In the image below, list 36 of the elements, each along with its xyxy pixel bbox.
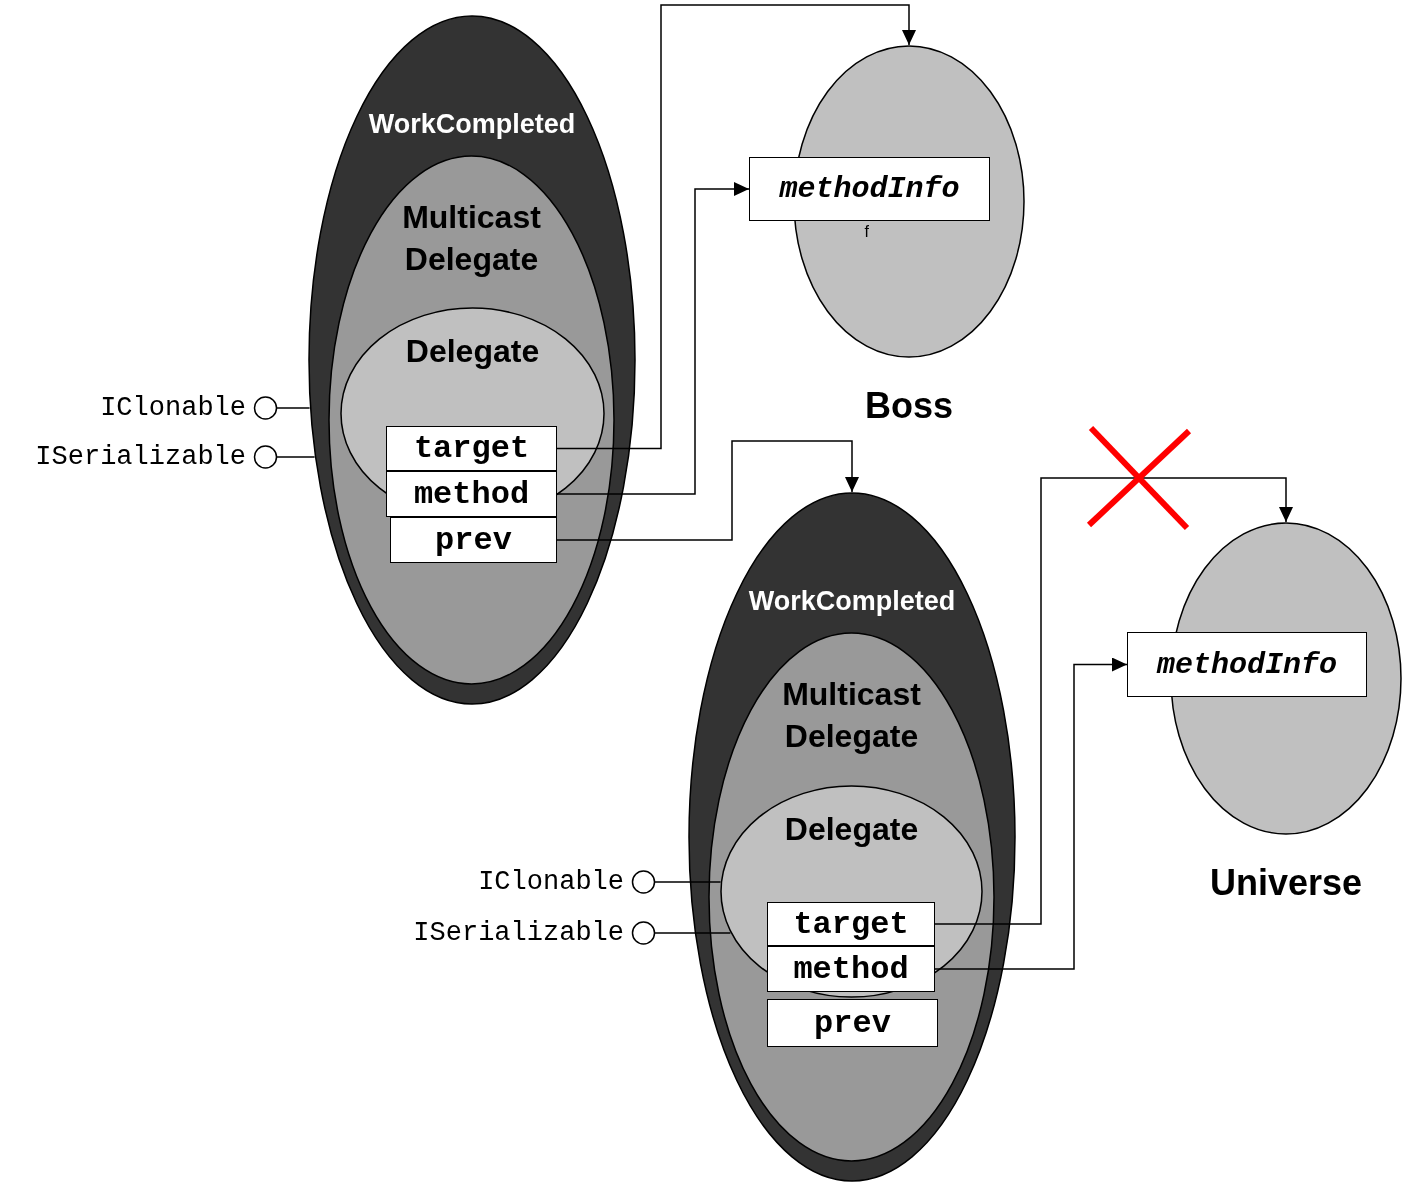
object-ellipse <box>340 307 605 520</box>
small-label: f <box>864 223 869 241</box>
interface-lollipop <box>631 870 722 894</box>
interface-lollipop <box>631 921 732 945</box>
method-info-box: methodInfo <box>1127 632 1367 697</box>
object-ellipse <box>688 492 1016 1182</box>
interface-lollipop <box>253 396 311 420</box>
ellipse-title: Multicast Delegate <box>401 198 542 279</box>
ellipse-title: Delegate <box>405 332 540 371</box>
interface-label: ISerializable <box>378 918 624 948</box>
field-row: prev <box>767 999 938 1047</box>
field-row: target <box>386 426 557 471</box>
field-row: method <box>767 946 935 992</box>
method-info-box: methodInfo <box>749 157 990 221</box>
object-ellipse <box>720 785 983 998</box>
ellipse-title: Delegate <box>784 810 919 849</box>
object-caption: Universe <box>1209 861 1363 905</box>
object-ellipse <box>328 155 615 685</box>
interface-label: ISerializable <box>0 442 246 472</box>
object-ellipse <box>308 15 636 705</box>
ellipse-title: Multicast Delegate <box>781 675 922 756</box>
interface-lollipop <box>253 445 316 469</box>
field-row: prev <box>390 517 557 563</box>
ellipse-title: WorkCompleted <box>748 585 956 618</box>
object-ellipse <box>708 632 995 1162</box>
field-row: method <box>386 471 557 517</box>
arrow <box>556 4 916 450</box>
field-row: target <box>767 902 935 946</box>
arrow <box>556 440 859 541</box>
arrow <box>934 477 1293 925</box>
arrow <box>934 657 1128 970</box>
object-caption: Boss <box>865 384 953 428</box>
interface-label: IClonable <box>0 393 246 423</box>
ellipse-title: WorkCompleted <box>368 108 576 141</box>
interface-label: IClonable <box>378 867 624 897</box>
arrow <box>556 182 750 495</box>
